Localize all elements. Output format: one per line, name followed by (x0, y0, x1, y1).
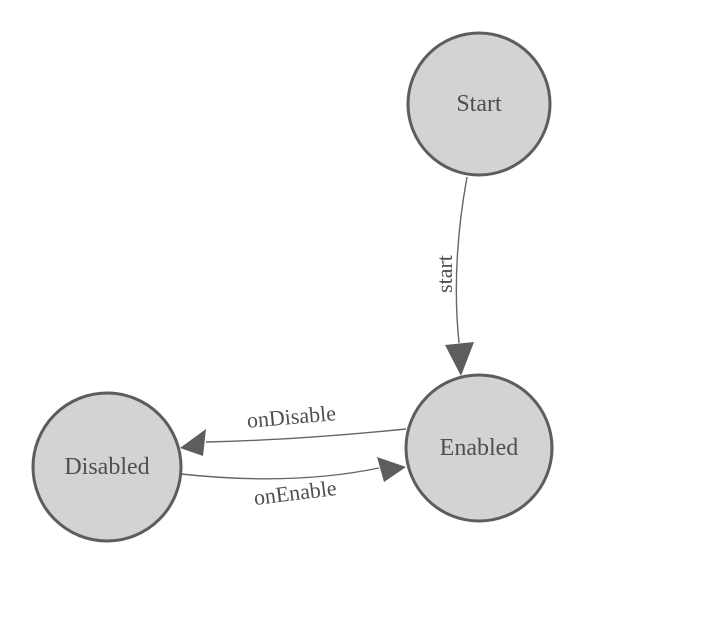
node-disabled-label: Disabled (64, 454, 149, 480)
edge-ondisable-line (205, 428, 407, 443)
edge-onenable: onEnable (180, 457, 406, 510)
edge-ondisable: onDisable (180, 400, 407, 456)
edge-start-arrowhead-icon (445, 342, 474, 376)
node-disabled: Disabled (31, 391, 183, 543)
edge-onenable-arrowhead-icon (377, 457, 406, 482)
edge-start-line (455, 176, 468, 344)
node-start-label: Start (456, 91, 502, 117)
node-enabled: Enabled (404, 373, 554, 523)
edge-ondisable-label: onDisable (246, 400, 337, 433)
node-disabled-circle[interactable] (31, 391, 183, 543)
edge-onenable-label: onEnable (252, 475, 338, 510)
node-start: Start (406, 31, 552, 177)
node-enabled-circle[interactable] (404, 373, 554, 523)
edge-start-label: start (432, 255, 457, 293)
edge-onenable-line (180, 467, 380, 480)
node-enabled-label: Enabled (440, 435, 519, 461)
node-start-circle[interactable] (406, 31, 552, 177)
edge-start: start (432, 176, 474, 376)
edge-ondisable-arrowhead-icon (180, 429, 206, 456)
